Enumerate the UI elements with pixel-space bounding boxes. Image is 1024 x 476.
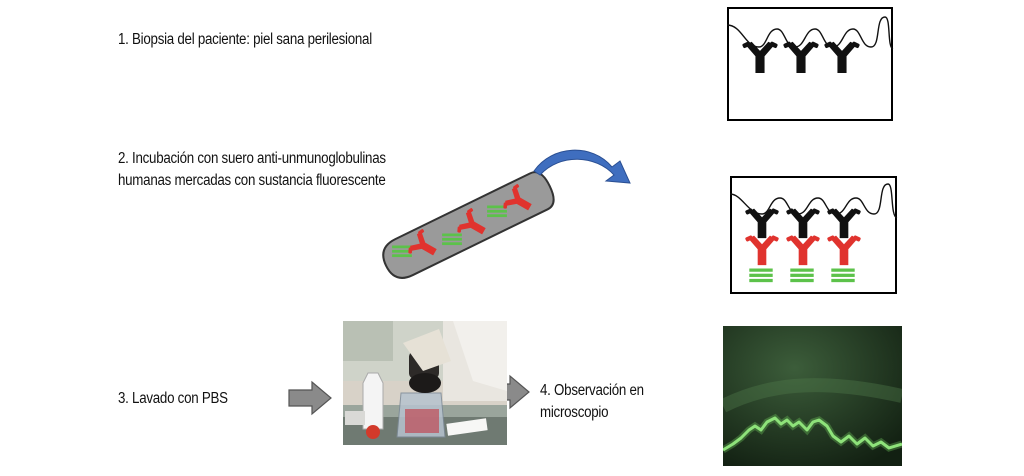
basement-membrane-fluorescence xyxy=(723,416,902,452)
fluorescent-tag-icon xyxy=(442,233,462,246)
antibody-red-icon xyxy=(826,235,862,266)
biopsy-illustration xyxy=(726,16,894,73)
curved-arrow-icon xyxy=(533,149,631,184)
microscopy-image xyxy=(723,326,902,466)
antibody-black-icon xyxy=(782,41,820,73)
antibody-black-icon xyxy=(744,208,780,239)
binding-illustration xyxy=(729,183,898,283)
step-1-label: 1. Biopsia del paciente: piel sana peril… xyxy=(118,29,372,51)
pbs-wash-scene xyxy=(343,321,507,445)
serum-tube xyxy=(382,171,555,279)
step-4-line-1: 4. Observación en xyxy=(540,382,644,399)
antibody-red-icon xyxy=(744,235,780,266)
biopsy-box xyxy=(726,7,894,121)
step-3-label: 3. Lavado con PBS xyxy=(118,388,228,410)
block-arrow-icon xyxy=(288,381,332,415)
step-1-line-1: 1. Biopsia del paciente: piel sana peril… xyxy=(118,31,372,48)
fluorescence-view xyxy=(723,326,902,466)
step-4-line-2: microscopio xyxy=(540,404,609,421)
step-2-line-2: humanas mercadas con sustancia fluoresce… xyxy=(118,172,386,189)
step-2-label: 2. Incubación con suero anti-unmunoglobu… xyxy=(118,148,386,192)
antibody-black-icon xyxy=(823,41,861,73)
antibody-red-icon xyxy=(785,235,821,266)
pbs-wash-photo xyxy=(343,321,507,445)
step-2-line-1: 2. Incubación con suero anti-unmunoglobu… xyxy=(118,150,386,167)
step-3-line-1: 3. Lavado con PBS xyxy=(118,390,228,407)
fluorescent-tag-icon xyxy=(749,268,773,283)
fluorescent-tag-icon xyxy=(790,268,814,283)
skin-surface-line xyxy=(729,183,898,219)
step-4-label: 4. Observación en microscopio xyxy=(540,380,644,424)
antibody-black-icon xyxy=(826,208,862,239)
antibody-black-icon xyxy=(741,41,779,73)
skin-surface-line xyxy=(726,16,894,50)
binding-box xyxy=(729,176,898,294)
fluorescent-tag-icon xyxy=(831,268,855,283)
